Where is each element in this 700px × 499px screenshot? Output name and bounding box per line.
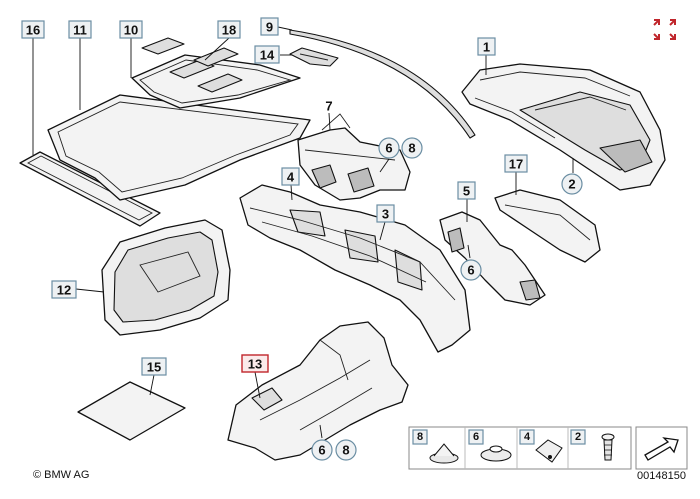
callout-2[interactable]: 2 [561,173,583,195]
callout-18-label: 18 [222,23,236,38]
callout-6-lower[interactable]: 6 [311,439,333,461]
fastener-2-label: 2 [575,431,581,443]
callout-7[interactable]: 7 [325,99,332,114]
callout-11-label: 11 [73,23,87,38]
callout-5[interactable]: 5 [457,181,476,200]
fastener-6[interactable]: 6 [468,429,512,462]
callout-6-middle[interactable]: 6 [460,259,482,281]
part-17-trim [494,189,601,263]
callout-4[interactable]: 4 [281,167,300,186]
callout-5-label: 5 [463,184,470,199]
callout-18[interactable]: 18 [217,20,241,39]
callout-1-label: 1 [483,40,490,55]
part-11-headliner-pad [47,94,311,201]
callout-3-label: 3 [382,207,389,222]
callout-3[interactable]: 3 [376,204,395,223]
expand-arrows-icon[interactable] [653,19,676,40]
callout-6-upper-label: 6 [385,141,392,156]
callout-4-label: 4 [287,170,295,185]
callout-14[interactable]: 14 [254,45,280,64]
callout-17[interactable]: 17 [504,154,528,173]
fastener-8[interactable]: 8 [412,429,459,464]
fastener-6-label: 6 [473,431,479,443]
callout-2-label: 2 [568,177,575,192]
part-13-tunnel-insulator [227,321,409,461]
callout-6-middle-label: 6 [467,263,474,278]
leader-lines [32,26,574,439]
callout-8-lower-label: 8 [342,443,349,458]
retainer-clip-icon [535,439,563,463]
callout-13[interactable]: 13 [241,354,269,373]
callout-8-upper[interactable]: 8 [401,137,423,159]
callout-10[interactable]: 10 [119,20,143,39]
part-15-mat [77,381,186,441]
callout-7-label: 7 [325,99,332,114]
pointer-arrow-icon[interactable] [635,426,688,470]
fastener-2[interactable]: 2 [570,429,615,461]
callout-9-label: 9 [266,20,273,35]
callout-6-lower-label: 6 [318,443,325,458]
callout-12[interactable]: 12 [51,280,77,299]
part-12-door-insulator [101,219,231,336]
part-14-bracket [289,47,339,67]
callout-1[interactable]: 1 [477,37,496,56]
callout-14-label: 14 [260,48,275,63]
fastener-8-label: 8 [417,431,423,443]
copyright-text: © BMW AG [33,469,89,481]
part-9-seal-strip [289,29,476,139]
callout-15-label: 15 [147,360,161,375]
screw-rivet-icon [601,433,615,461]
callout-17-label: 17 [509,157,523,172]
fastener-4-label: 4 [524,431,531,443]
callout-11[interactable]: 11 [68,20,92,39]
part-3-bulkhead [239,184,471,353]
callout-10-label: 10 [124,23,138,38]
part-1-parcel-shelf [461,63,666,191]
fastener-4[interactable]: 4 [519,429,563,463]
callout-15[interactable]: 15 [141,357,167,376]
image-code: 00148150 [637,470,686,482]
callout-12-label: 12 [57,283,71,298]
part-7-insulator [297,113,411,201]
callout-8-upper-label: 8 [408,141,415,156]
callout-13-label: 13 [248,357,262,372]
callout-8-lower[interactable]: 8 [335,439,357,461]
fastener-panel: 8 6 4 2 [408,426,632,470]
callout-16-label: 16 [26,23,40,38]
part-5-wheelhouse [439,211,546,306]
callout-16[interactable]: 16 [21,20,45,39]
callout-6-upper[interactable]: 6 [378,137,400,159]
callout-9[interactable]: 9 [260,17,279,36]
part-16-strip [19,151,161,227]
part-18-pads [141,37,243,93]
